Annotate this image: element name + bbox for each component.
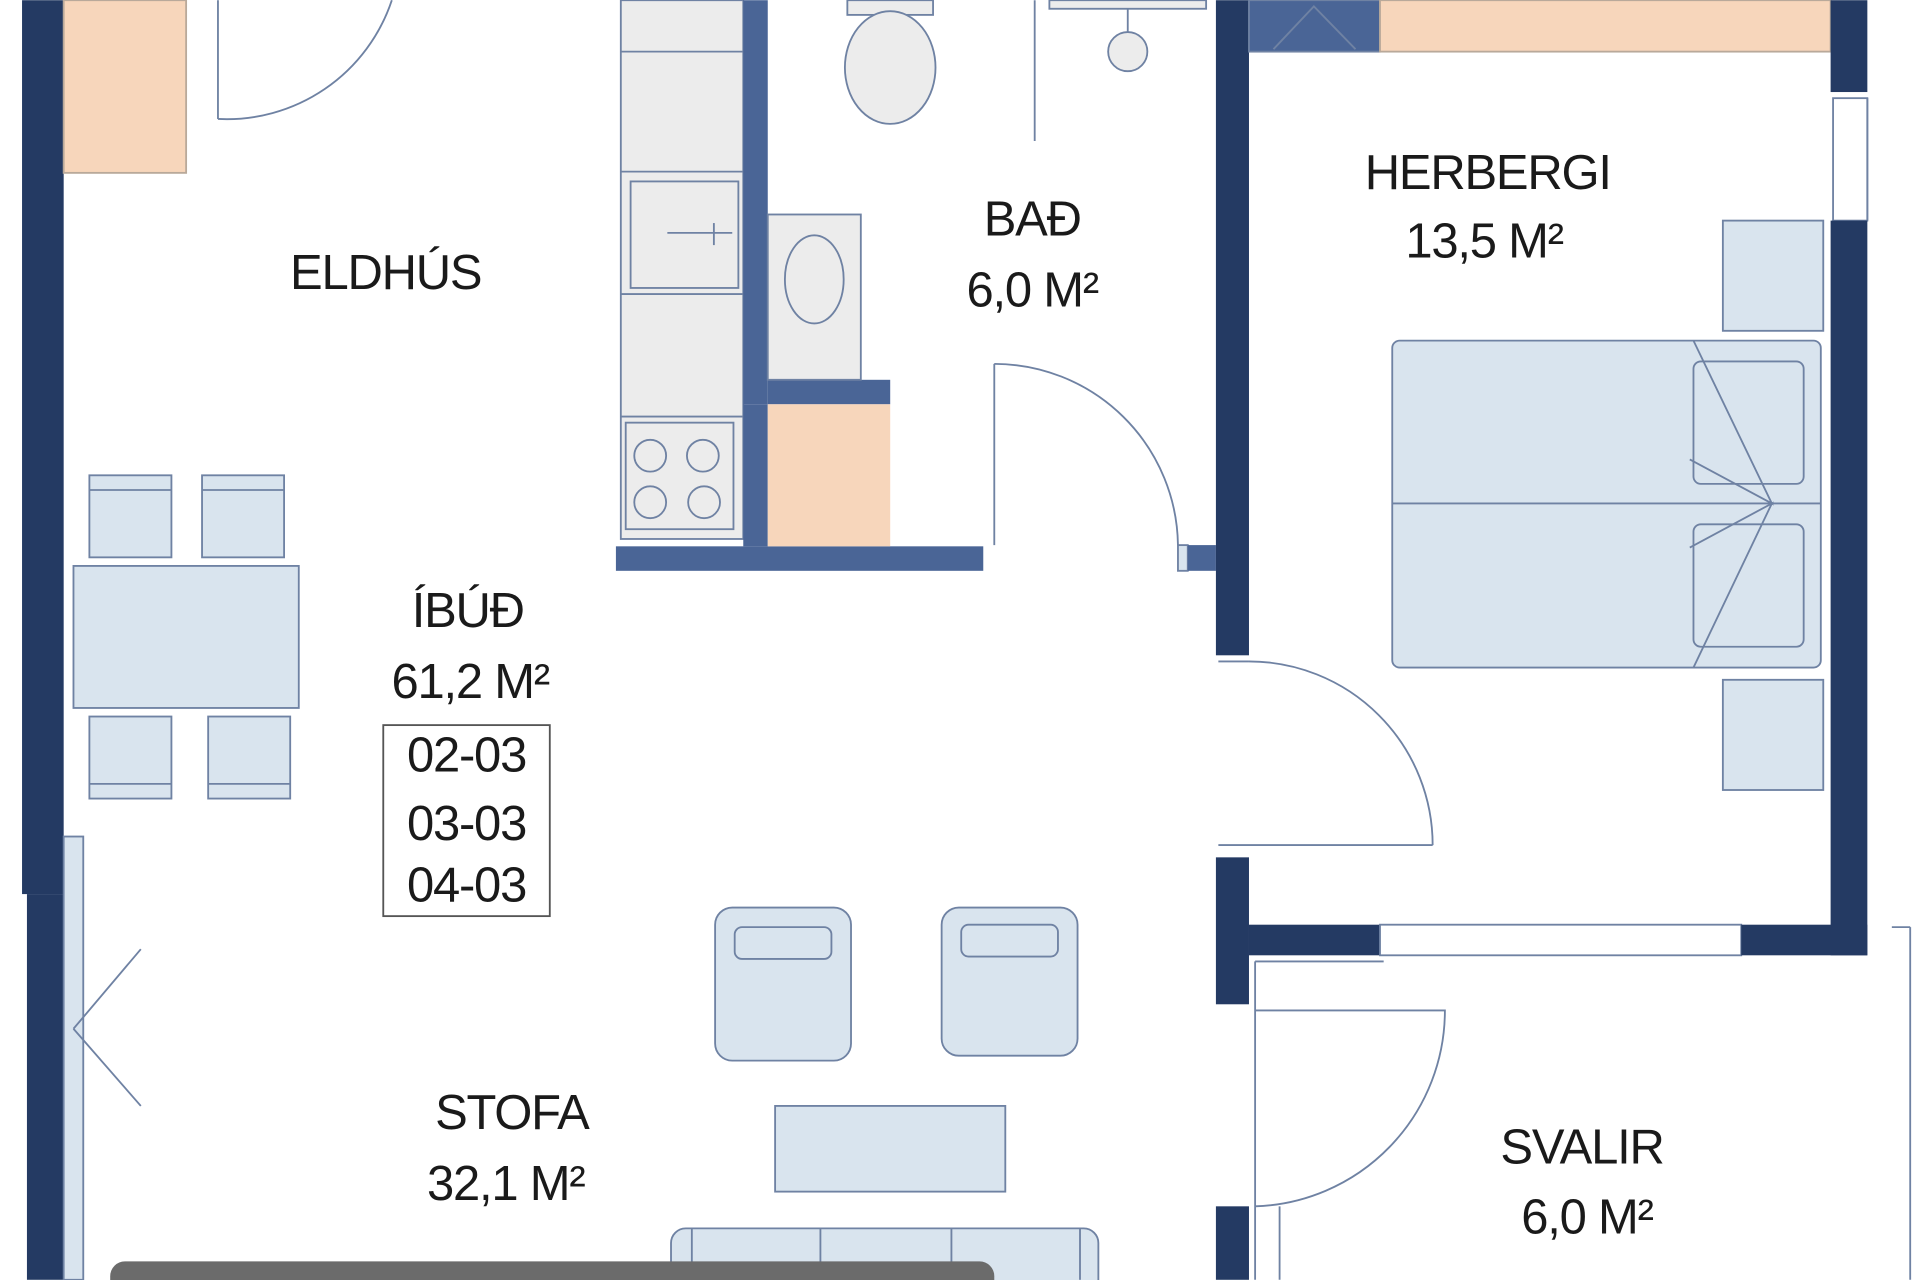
stove <box>624 421 735 531</box>
nightstand <box>1721 678 1825 791</box>
wardrobe <box>1379 0 1832 53</box>
room-name-kitchen: ELDHÚS <box>290 246 481 300</box>
wall-left-lower <box>26 894 64 1280</box>
window-bedroom <box>1832 97 1869 222</box>
dining-table <box>72 565 300 709</box>
window-left <box>62 835 85 1280</box>
room-area-balcony: 6,0 M² <box>1521 1190 1653 1244</box>
wall-kitchen-bath <box>743 0 768 405</box>
chair <box>207 715 292 800</box>
apartment-name: ÍBÚÐ <box>412 584 524 638</box>
storage-top-left <box>62 0 188 174</box>
room-name-bedroom: HERBERGI <box>1365 146 1611 200</box>
room-name-balcony: SVALIR <box>1500 1120 1663 1174</box>
room-area-bath: 6,0 M² <box>967 263 1099 317</box>
toilet <box>843 10 937 125</box>
apartment-area: 61,2 M² <box>391 655 549 709</box>
chair <box>201 474 285 559</box>
kitchen-sink <box>629 180 740 289</box>
window-bedroom-bottom <box>1379 923 1743 957</box>
overlay-bar <box>110 1261 995 1280</box>
chair <box>88 715 173 800</box>
unit-number: 04-03 <box>407 858 526 912</box>
chair <box>88 474 173 559</box>
unit-number-box <box>382 724 551 918</box>
wall-left <box>22 0 64 895</box>
room-area-living: 32,1 M² <box>427 1157 585 1211</box>
unit-number: 02-03 <box>407 729 526 783</box>
storage-bath <box>767 404 891 547</box>
coffee-table <box>774 1105 1007 1193</box>
room-name-bath: BAÐ <box>984 192 1081 246</box>
room-name-living: STOFA <box>435 1086 590 1140</box>
nightstand <box>1721 219 1825 332</box>
unit-number: 03-03 <box>407 797 526 851</box>
room-area-bedroom: 13,5 M² <box>1405 214 1563 268</box>
wall-bath-bedroom <box>1215 0 1249 656</box>
